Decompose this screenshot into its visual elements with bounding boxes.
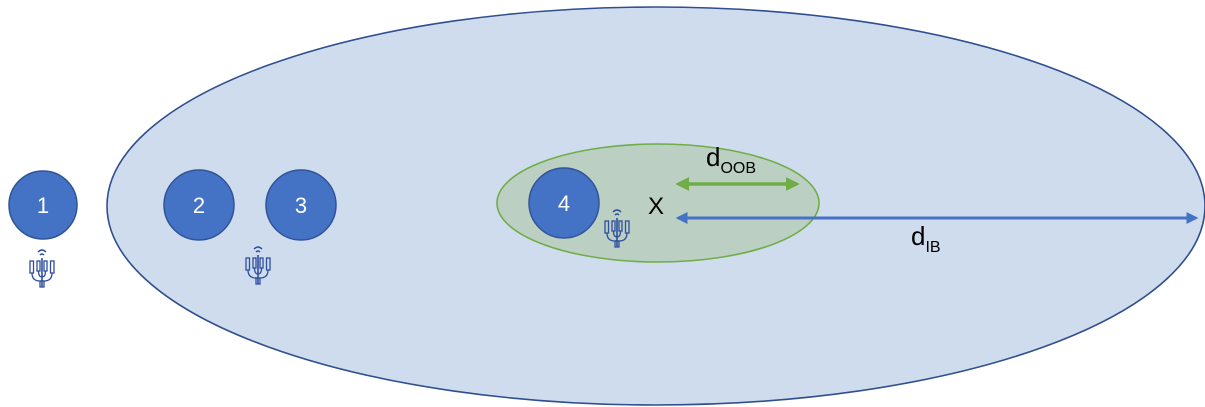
ib-distance-label: dIB [911, 221, 941, 256]
node-3-label: 3 [295, 193, 307, 218]
node-3: 3 [265, 169, 337, 241]
ib-distance-subscript: IB [925, 239, 940, 256]
ib-distance-symbol: d [911, 221, 925, 251]
node-2-label: 2 [193, 193, 205, 218]
node-1: 1 [8, 170, 78, 240]
node-4-label: 4 [558, 191, 570, 216]
node-4: 4 [528, 167, 600, 239]
reference-point-marker: X [648, 193, 664, 220]
antenna-tower-icon [29, 249, 55, 288]
oob-distance-subscript: OOB [720, 160, 756, 177]
oob-distance-label: dOOB [706, 142, 756, 177]
node-2: 2 [163, 169, 235, 241]
oob-distance-symbol: d [706, 142, 720, 172]
node-1-label: 1 [37, 193, 49, 218]
